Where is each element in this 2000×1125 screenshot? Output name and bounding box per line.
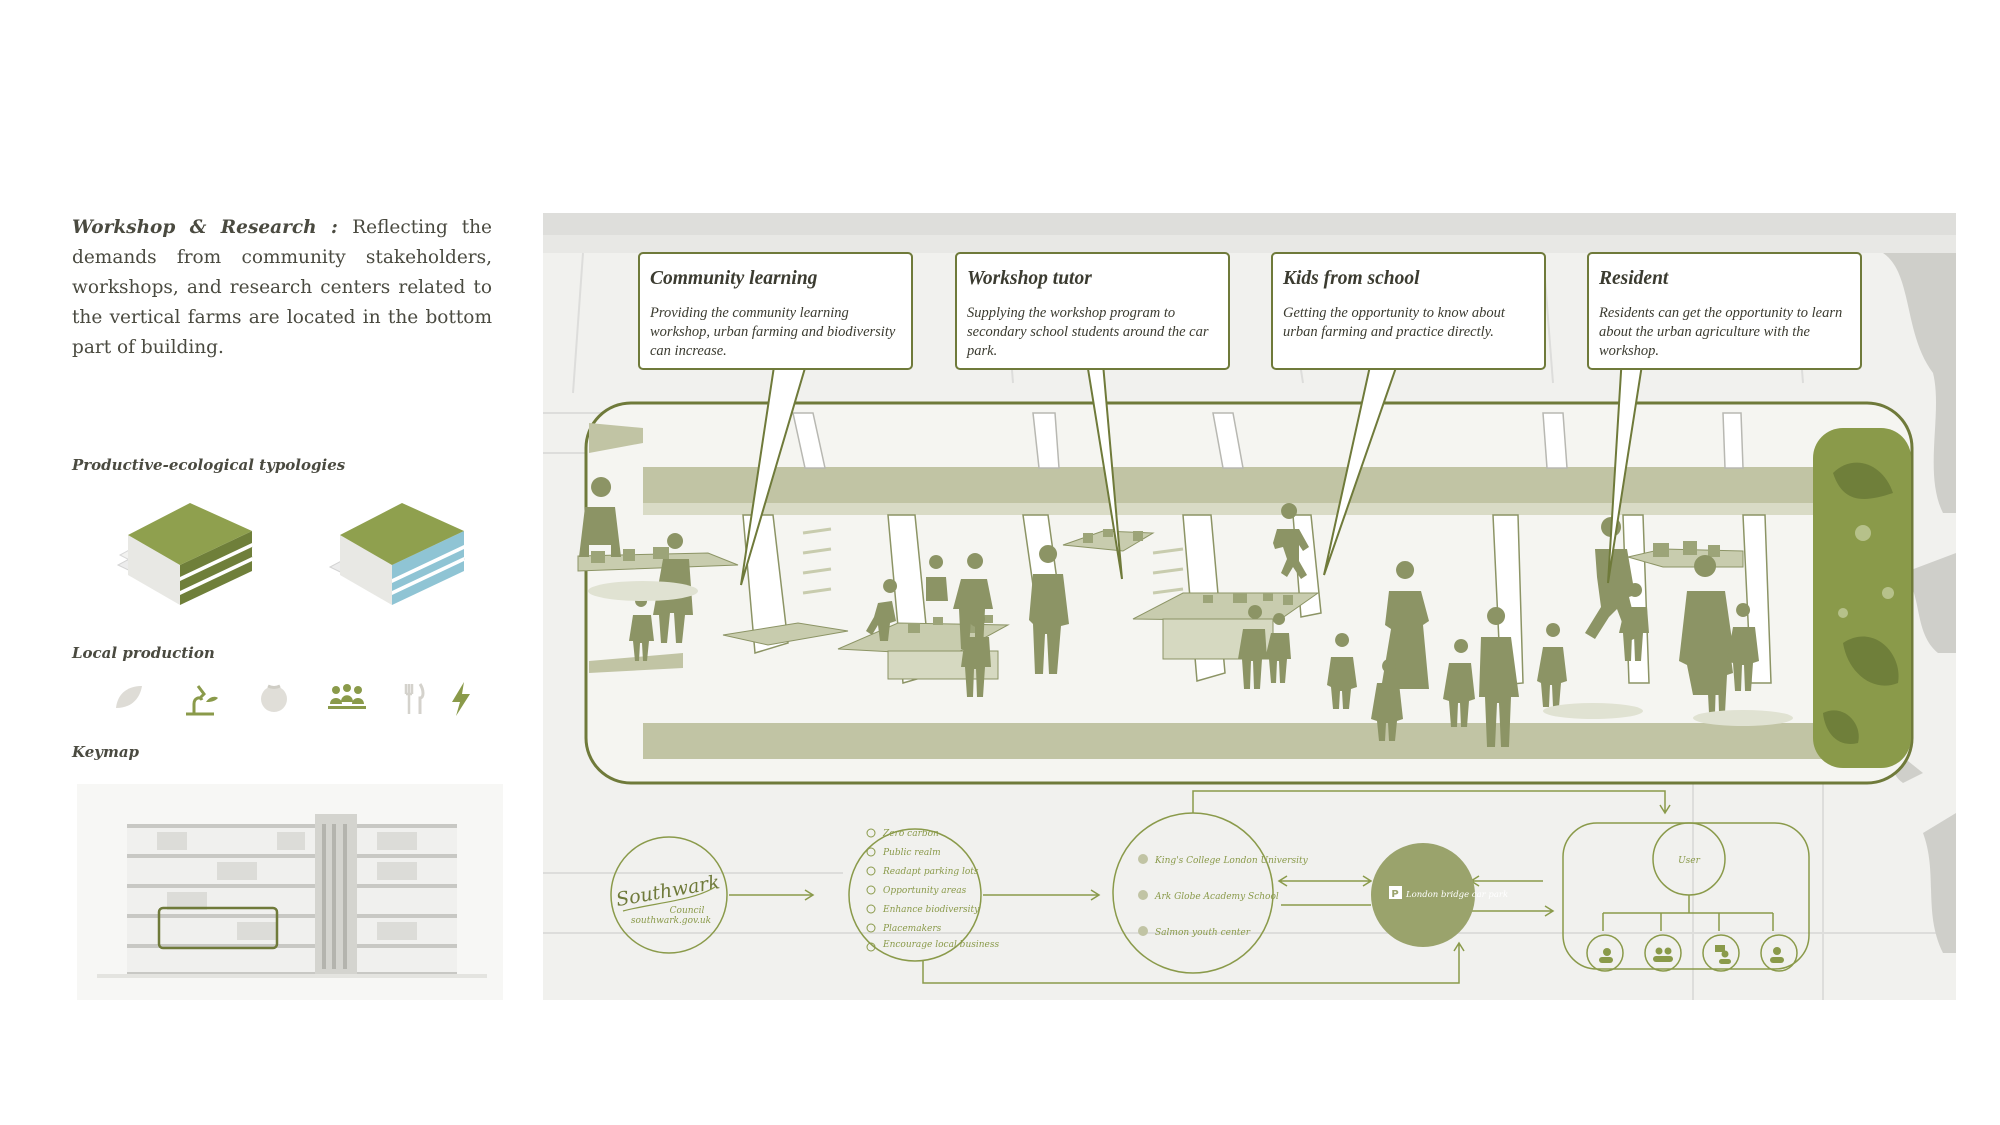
goal-item: Opportunity areas <box>883 886 967 896</box>
sprout-microscope-icon <box>186 685 218 716</box>
keymap <box>77 784 503 1000</box>
keymap-label: Keymap <box>72 743 140 761</box>
goal-item: Zero carbon <box>882 829 939 839</box>
partners-list: King's College London University Ark Glo… <box>1138 854 1309 938</box>
parking-badge <box>1389 886 1402 899</box>
logo-swoosh <box>622 886 716 912</box>
leaf-icon <box>116 686 142 708</box>
goals-list: Zero carbon Public realm Readapt parking… <box>866 828 999 952</box>
goal-icon <box>866 942 876 952</box>
intro-separator: : <box>316 217 353 238</box>
partner-item: Salmon youth center <box>1155 928 1251 938</box>
goal-item: Enhance biodiversity <box>882 905 980 915</box>
callout-resident: Resident Residents can get the opportuni… <box>1587 252 1862 370</box>
youth-center-icon <box>1138 926 1148 936</box>
callout-title: Resident <box>1599 268 1669 289</box>
intro-body: Reflecting the demands from community st… <box>72 217 492 358</box>
callout-body: Providing the community learning worksho… <box>650 305 896 359</box>
keymap-section-drawing <box>97 814 487 978</box>
lightning-icon <box>452 682 470 716</box>
goal-icon <box>866 885 876 895</box>
goal-icon <box>866 866 876 876</box>
person-location-icon <box>1770 947 1784 963</box>
university-icon <box>1138 854 1148 864</box>
callout-title: Community learning <box>650 268 818 289</box>
user-role-icons <box>1599 945 1784 964</box>
workshop-section-illustration: Community learning Providing the communi… <box>543 213 1956 1000</box>
callout-body: Supplying the workshop program to second… <box>967 305 1209 359</box>
fork-knife-icon <box>404 683 425 714</box>
user-label: User <box>1678 856 1701 866</box>
parking-icon: P <box>1391 889 1398 900</box>
partner-item: Ark Globe Academy School <box>1154 892 1279 902</box>
southwark-logo: Southwark <box>614 871 721 911</box>
school-icon <box>1138 890 1148 900</box>
section-drawing <box>543 213 1956 1000</box>
people-pair-icon <box>1653 947 1673 962</box>
goal-item: Placemakers <box>882 924 942 934</box>
callout-title: Kids from school <box>1283 268 1420 289</box>
parking-label: London bridge car park <box>1405 890 1508 900</box>
callout-title: Workshop tutor <box>967 268 1092 289</box>
callout-workshop-tutor: Workshop tutor Supplying the workshop pr… <box>955 252 1230 370</box>
goal-item: Public realm <box>882 848 941 858</box>
callout-body: Getting the opportunity to know about ur… <box>1283 305 1505 340</box>
council-url: southwark.gov.uk <box>631 916 711 926</box>
person-speech-icon <box>1599 948 1613 963</box>
goal-icon <box>866 847 876 857</box>
goal-item: Encourage local business <box>882 940 999 950</box>
callout-community-learning: Community learning Providing the communi… <box>638 252 913 370</box>
goal-item: Readapt parking lots <box>882 867 979 877</box>
local-production-label: Local production <box>72 644 215 662</box>
typologies-label: Productive-ecological typologies <box>72 456 346 474</box>
callout-body: Residents can get the opportunity to lea… <box>1599 305 1843 359</box>
typology-water-stack <box>328 503 466 605</box>
stakeholder-flow-diagram: Southwark Council southwark.gov.uk Zero … <box>614 828 1784 964</box>
person-board-icon <box>1715 945 1731 964</box>
goal-icon <box>866 923 876 933</box>
goal-icon <box>866 904 876 914</box>
intro-heading: Workshop & Research <box>72 217 317 238</box>
vegetable-icon <box>261 684 287 712</box>
typology-green-stack <box>116 503 254 605</box>
local-production-icons <box>108 680 488 720</box>
intro-text: Workshop & Research : Reflecting the dem… <box>72 213 492 363</box>
goal-icon <box>866 828 876 838</box>
partner-item: King's College London University <box>1154 856 1309 866</box>
community-icon <box>328 684 366 709</box>
callout-kids-from-school: Kids from school Getting the opportunity… <box>1271 252 1546 370</box>
council-label: Council <box>670 906 705 916</box>
